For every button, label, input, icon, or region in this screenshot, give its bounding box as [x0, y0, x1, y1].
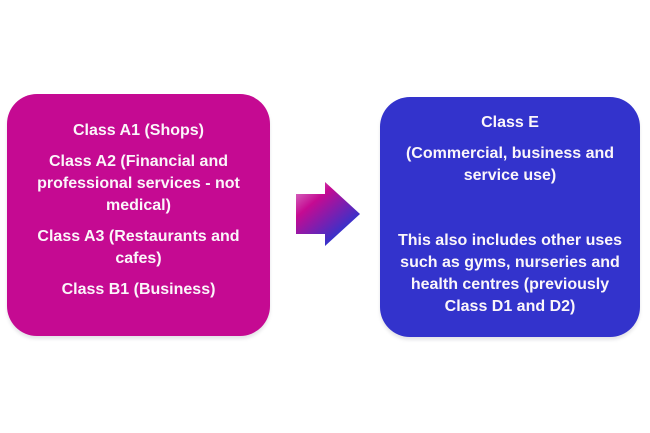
text-line: cafes): [115, 250, 162, 267]
text-line: Class A1 (Shops): [73, 122, 204, 139]
text-line: Class E: [481, 114, 539, 131]
class-b1-item: Class B1 (Business): [21, 279, 256, 301]
text-line: This also includes other uses: [397, 232, 623, 249]
text-line: service use): [463, 167, 557, 184]
text-line: Class A3 (Restaurants and: [37, 228, 240, 245]
class-a1-item: Class A1 (Shops): [21, 120, 256, 142]
old-use-classes-box: Class A1 (Shops) Class A2 (Financial and…: [7, 94, 270, 336]
text-line: Class B1 (Business): [61, 281, 216, 298]
class-e-subtitle: (Commercial, business and service use): [392, 143, 628, 187]
class-e-title: Class E: [392, 112, 628, 134]
class-a3-item: Class A3 (Restaurants and cafes): [21, 226, 256, 270]
text-line: health centres (previously: [410, 276, 610, 293]
text-line: professional services - not: [37, 175, 240, 192]
class-a2-item: Class A2 (Financial and professional ser…: [21, 151, 256, 217]
text-line: Class A2 (Financial and: [48, 153, 228, 170]
text-line: (Commercial, business and: [405, 145, 615, 162]
right-arrow-icon: [296, 182, 360, 246]
text-line: such as gyms, nurseries and: [400, 254, 620, 271]
class-e-box: Class E (Commercial, business and servic…: [380, 97, 640, 337]
text-line: Class D1 and D2): [444, 298, 576, 315]
text-line: medical): [106, 197, 171, 214]
class-e-description: This also includes other uses such as gy…: [392, 230, 628, 318]
